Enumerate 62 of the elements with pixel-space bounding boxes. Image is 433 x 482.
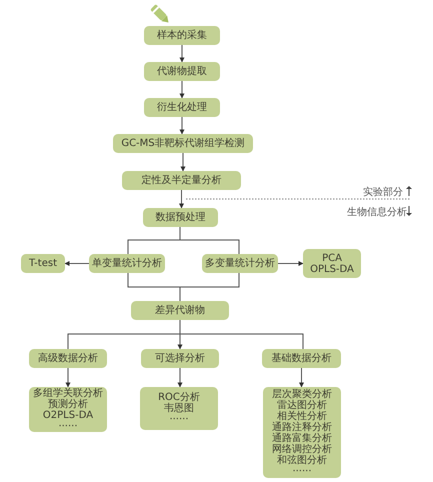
section-label: 实验部分 [363, 186, 403, 199]
box-label: OPLS-DA [310, 264, 354, 274]
box-label: 基础数据分析 [272, 353, 332, 364]
box-label: 通路富集分析 [272, 432, 332, 444]
box-label: 衍生化处理 [157, 102, 207, 113]
box-label: 通路注释分析 [272, 422, 332, 432]
process-box [143, 208, 218, 227]
arrow [66, 368, 70, 388]
process-box [144, 98, 220, 117]
connector-line [180, 320, 304, 350]
process-box [89, 254, 165, 273]
process-box [144, 26, 220, 45]
process-box [29, 387, 107, 432]
box-label: 可选择分析 [155, 353, 205, 364]
arrow [180, 44, 184, 62]
box-label: ······ [169, 414, 189, 425]
process-box [263, 387, 341, 478]
process-box [140, 387, 218, 430]
process-box [113, 134, 253, 153]
section-label: 生物信息分析 [347, 206, 407, 219]
process-box [303, 249, 361, 278]
box-label: 单变量统计分析 [92, 258, 162, 269]
box-label: ······ [58, 420, 78, 432]
arrow [64, 261, 90, 266]
box-label: 代谢物提取 [157, 66, 207, 77]
box-label: GC-MS非靶标代谢组学检测 [121, 138, 245, 149]
box-label: 相关性分析 [277, 410, 327, 422]
box-label: 雷达图分析 [277, 400, 327, 410]
box-label: O2PLS-DA [42, 410, 94, 420]
box-label: 样本的采集 [157, 30, 207, 41]
box-label: 定性及半定量分析 [142, 175, 222, 186]
arrow [180, 80, 184, 98]
arrow [180, 152, 186, 172]
arrow [179, 190, 184, 208]
process-box [21, 254, 65, 273]
process-box [262, 349, 341, 368]
process-box [141, 349, 219, 368]
process-box [202, 254, 278, 273]
box-label: 预测分析 [48, 398, 88, 410]
box-label: ROC分析 [158, 392, 200, 403]
box-label: 多组学关联分析 [33, 388, 103, 398]
arrow [299, 368, 304, 388]
box-label: 差异代谢物 [155, 305, 205, 316]
box-label: 网络调控分析 [272, 444, 332, 454]
box-label: PCA [322, 252, 342, 264]
box-label: T-test [28, 258, 57, 269]
process-box [122, 171, 241, 190]
arrow [278, 261, 304, 266]
box-label: 韦恩图 [164, 403, 194, 414]
arrow [180, 116, 184, 134]
process-box [144, 62, 220, 81]
arrow [178, 368, 182, 388]
process-box [29, 349, 107, 368]
box-label: 多变量统计分析 [205, 258, 275, 269]
box-label: 高级数据分析 [38, 353, 98, 364]
connector-line [180, 226, 240, 254]
connector-line [180, 272, 240, 302]
process-box [131, 301, 229, 320]
box-label: 数据预处理 [156, 212, 206, 223]
box-label: ······ [292, 466, 312, 476]
box-label: 和弦图分析 [277, 454, 327, 466]
box-label: 层次聚类分析 [272, 388, 332, 400]
